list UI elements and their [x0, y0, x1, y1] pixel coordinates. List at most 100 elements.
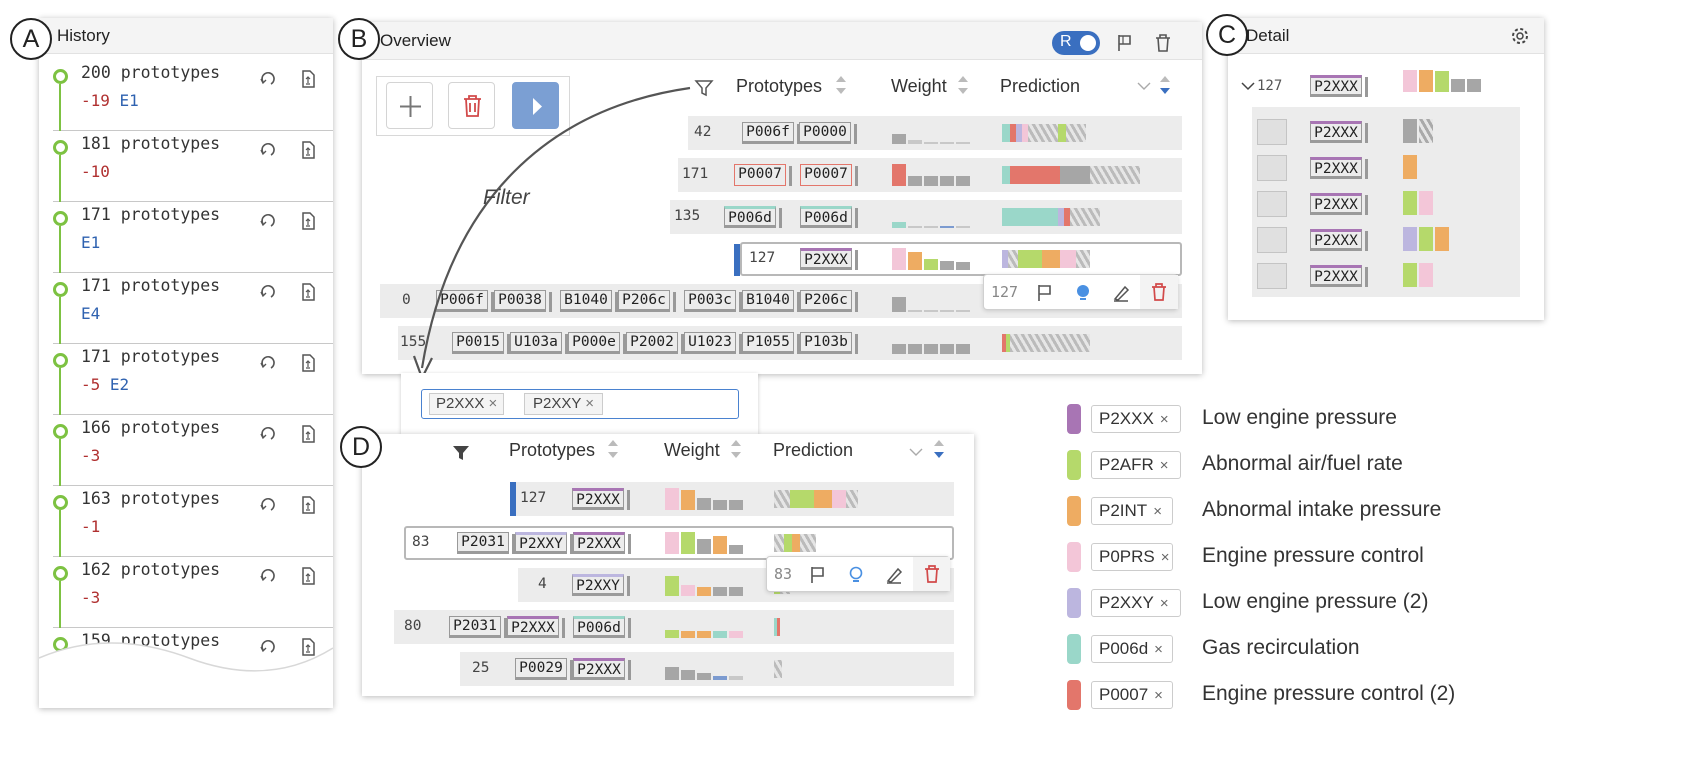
export-icon[interactable] [297, 281, 319, 303]
checkbox[interactable] [1257, 119, 1287, 145]
undo-icon[interactable] [257, 494, 279, 516]
prototype-tag[interactable]: U103a [510, 332, 562, 354]
undo-icon[interactable] [257, 68, 279, 90]
filter-input[interactable]: P2XXX × P2XXY × [421, 389, 739, 419]
prototype-tag[interactable]: P2031 [449, 616, 501, 638]
prototype-tag[interactable]: P1055 [742, 332, 794, 354]
chevron-down-icon[interactable] [1136, 80, 1152, 92]
legend-chip[interactable]: P2AFR× [1091, 451, 1181, 479]
history-item[interactable]: 163 prototypes-1 [53, 480, 333, 557]
history-item[interactable]: 200 prototypes-19 E1 [53, 54, 333, 131]
export-icon[interactable] [297, 68, 319, 90]
column-weight[interactable]: Weight [891, 76, 947, 96]
legend-chip[interactable]: P0PRS× [1091, 543, 1173, 571]
checkbox[interactable] [1257, 263, 1287, 289]
sort-prediction-icon[interactable] [934, 438, 944, 460]
edit-icon[interactable] [883, 564, 905, 586]
legend-chip[interactable]: P2XXY× [1091, 589, 1181, 617]
checkbox[interactable] [1257, 227, 1287, 253]
prototype-tag[interactable]: P2XXX [1310, 121, 1362, 143]
filter-chip-p2xxy[interactable]: P2XXY × [524, 393, 604, 415]
prototype-tag[interactable]: P206c [800, 290, 852, 312]
export-icon[interactable] [297, 565, 319, 587]
prototype-tag[interactable]: P2XXX [507, 616, 559, 638]
prototype-tag[interactable]: P2XXX [1310, 265, 1362, 287]
close-icon[interactable]: × [1154, 687, 1163, 704]
overview-toggle[interactable]: R [1052, 31, 1100, 55]
legend-chip[interactable]: P2XXX× [1091, 405, 1181, 433]
history-item[interactable]: 171 prototypes-5 E2 [53, 338, 333, 415]
prototype-tag[interactable]: B1040 [742, 290, 794, 312]
export-icon[interactable] [297, 636, 319, 658]
export-icon[interactable] [297, 352, 319, 374]
filter-chip-p2xxx[interactable]: P2XXX × [429, 393, 505, 415]
close-icon[interactable]: × [1159, 595, 1169, 612]
prototype-tag[interactable]: P2XXX [800, 248, 852, 270]
close-icon[interactable]: × [488, 395, 498, 412]
prototype-tag[interactable]: P2XXX [572, 488, 624, 510]
lightbulb-icon[interactable] [845, 564, 867, 586]
prototype-tag[interactable]: P003c [684, 290, 736, 312]
column-prediction[interactable]: Prediction [1000, 76, 1081, 96]
delete-button[interactable] [448, 82, 495, 129]
prototype-tag[interactable]: P0029 [515, 658, 567, 680]
prototype-tag[interactable]: P2XXX [573, 658, 625, 680]
gear-icon[interactable] [1509, 25, 1531, 47]
chevron-down-icon[interactable] [908, 446, 924, 458]
flag-icon[interactable] [807, 564, 829, 586]
export-icon[interactable] [297, 210, 319, 232]
close-icon[interactable]: × [1159, 457, 1169, 474]
add-button[interactable] [386, 82, 433, 129]
run-button[interactable] [512, 82, 559, 129]
column-prototypes[interactable]: Prototypes [509, 440, 596, 460]
sort-weight-icon[interactable] [731, 438, 741, 460]
prototype-tag[interactable]: P006f [742, 122, 794, 144]
undo-icon[interactable] [257, 423, 279, 445]
prototype-tag[interactable]: P000e [568, 332, 620, 354]
flag-icon[interactable] [1034, 282, 1056, 304]
checkbox[interactable] [1257, 155, 1287, 181]
column-prototypes[interactable]: Prototypes [736, 76, 823, 96]
filter-active-icon[interactable] [451, 443, 471, 463]
prototype-tag[interactable]: P2XXY [572, 574, 624, 596]
popup-delete-button[interactable] [1140, 275, 1178, 309]
close-icon[interactable]: × [1160, 549, 1170, 566]
prototype-tag[interactable]: P103b [800, 332, 852, 354]
undo-icon[interactable] [257, 210, 279, 232]
prototype-tag[interactable]: P2XXX [1310, 229, 1362, 251]
prototype-tag[interactable]: P006d [573, 616, 625, 638]
export-icon[interactable] [297, 139, 319, 161]
prototype-tag[interactable]: P2002 [626, 332, 678, 354]
export-icon[interactable] [297, 423, 319, 445]
column-weight[interactable]: Weight [664, 440, 720, 460]
prototype-tag[interactable]: P0007 [800, 164, 852, 186]
flag-icon[interactable] [1114, 32, 1136, 54]
export-icon[interactable] [297, 494, 319, 516]
close-icon[interactable]: × [1159, 411, 1169, 428]
edit-icon[interactable] [1110, 282, 1132, 304]
sort-prototypes-icon[interactable] [836, 74, 846, 96]
prototype-tag[interactable]: P0007 [734, 164, 786, 186]
prototype-tag[interactable]: P0015 [452, 332, 504, 354]
popup-delete-button[interactable] [913, 557, 950, 591]
prototype-tag[interactable]: P206c [618, 290, 670, 312]
filter-icon[interactable] [694, 78, 714, 98]
legend-chip[interactable]: P006d× [1091, 635, 1173, 663]
prototype-tag[interactable]: P2XXX [1310, 193, 1362, 215]
prototype-tag[interactable]: P2XXX [1310, 75, 1362, 97]
prototype-tag[interactable]: P0000 [799, 122, 851, 144]
chevron-down-icon[interactable] [1241, 81, 1255, 91]
undo-icon[interactable] [257, 565, 279, 587]
legend-chip[interactable]: P2INT× [1091, 497, 1173, 525]
undo-icon[interactable] [257, 281, 279, 303]
legend-chip[interactable]: P0007× [1091, 681, 1173, 709]
prototype-tag[interactable]: P2031 [457, 532, 509, 554]
checkbox[interactable] [1257, 191, 1287, 217]
close-icon[interactable]: × [1154, 641, 1163, 658]
sort-weight-icon[interactable] [958, 74, 968, 96]
history-item[interactable]: 181 prototypes-10 [53, 125, 333, 202]
prototype-tag[interactable]: P006f [436, 290, 488, 312]
column-prediction[interactable]: Prediction [773, 440, 854, 460]
prototype-tag[interactable]: B1040 [560, 290, 612, 312]
